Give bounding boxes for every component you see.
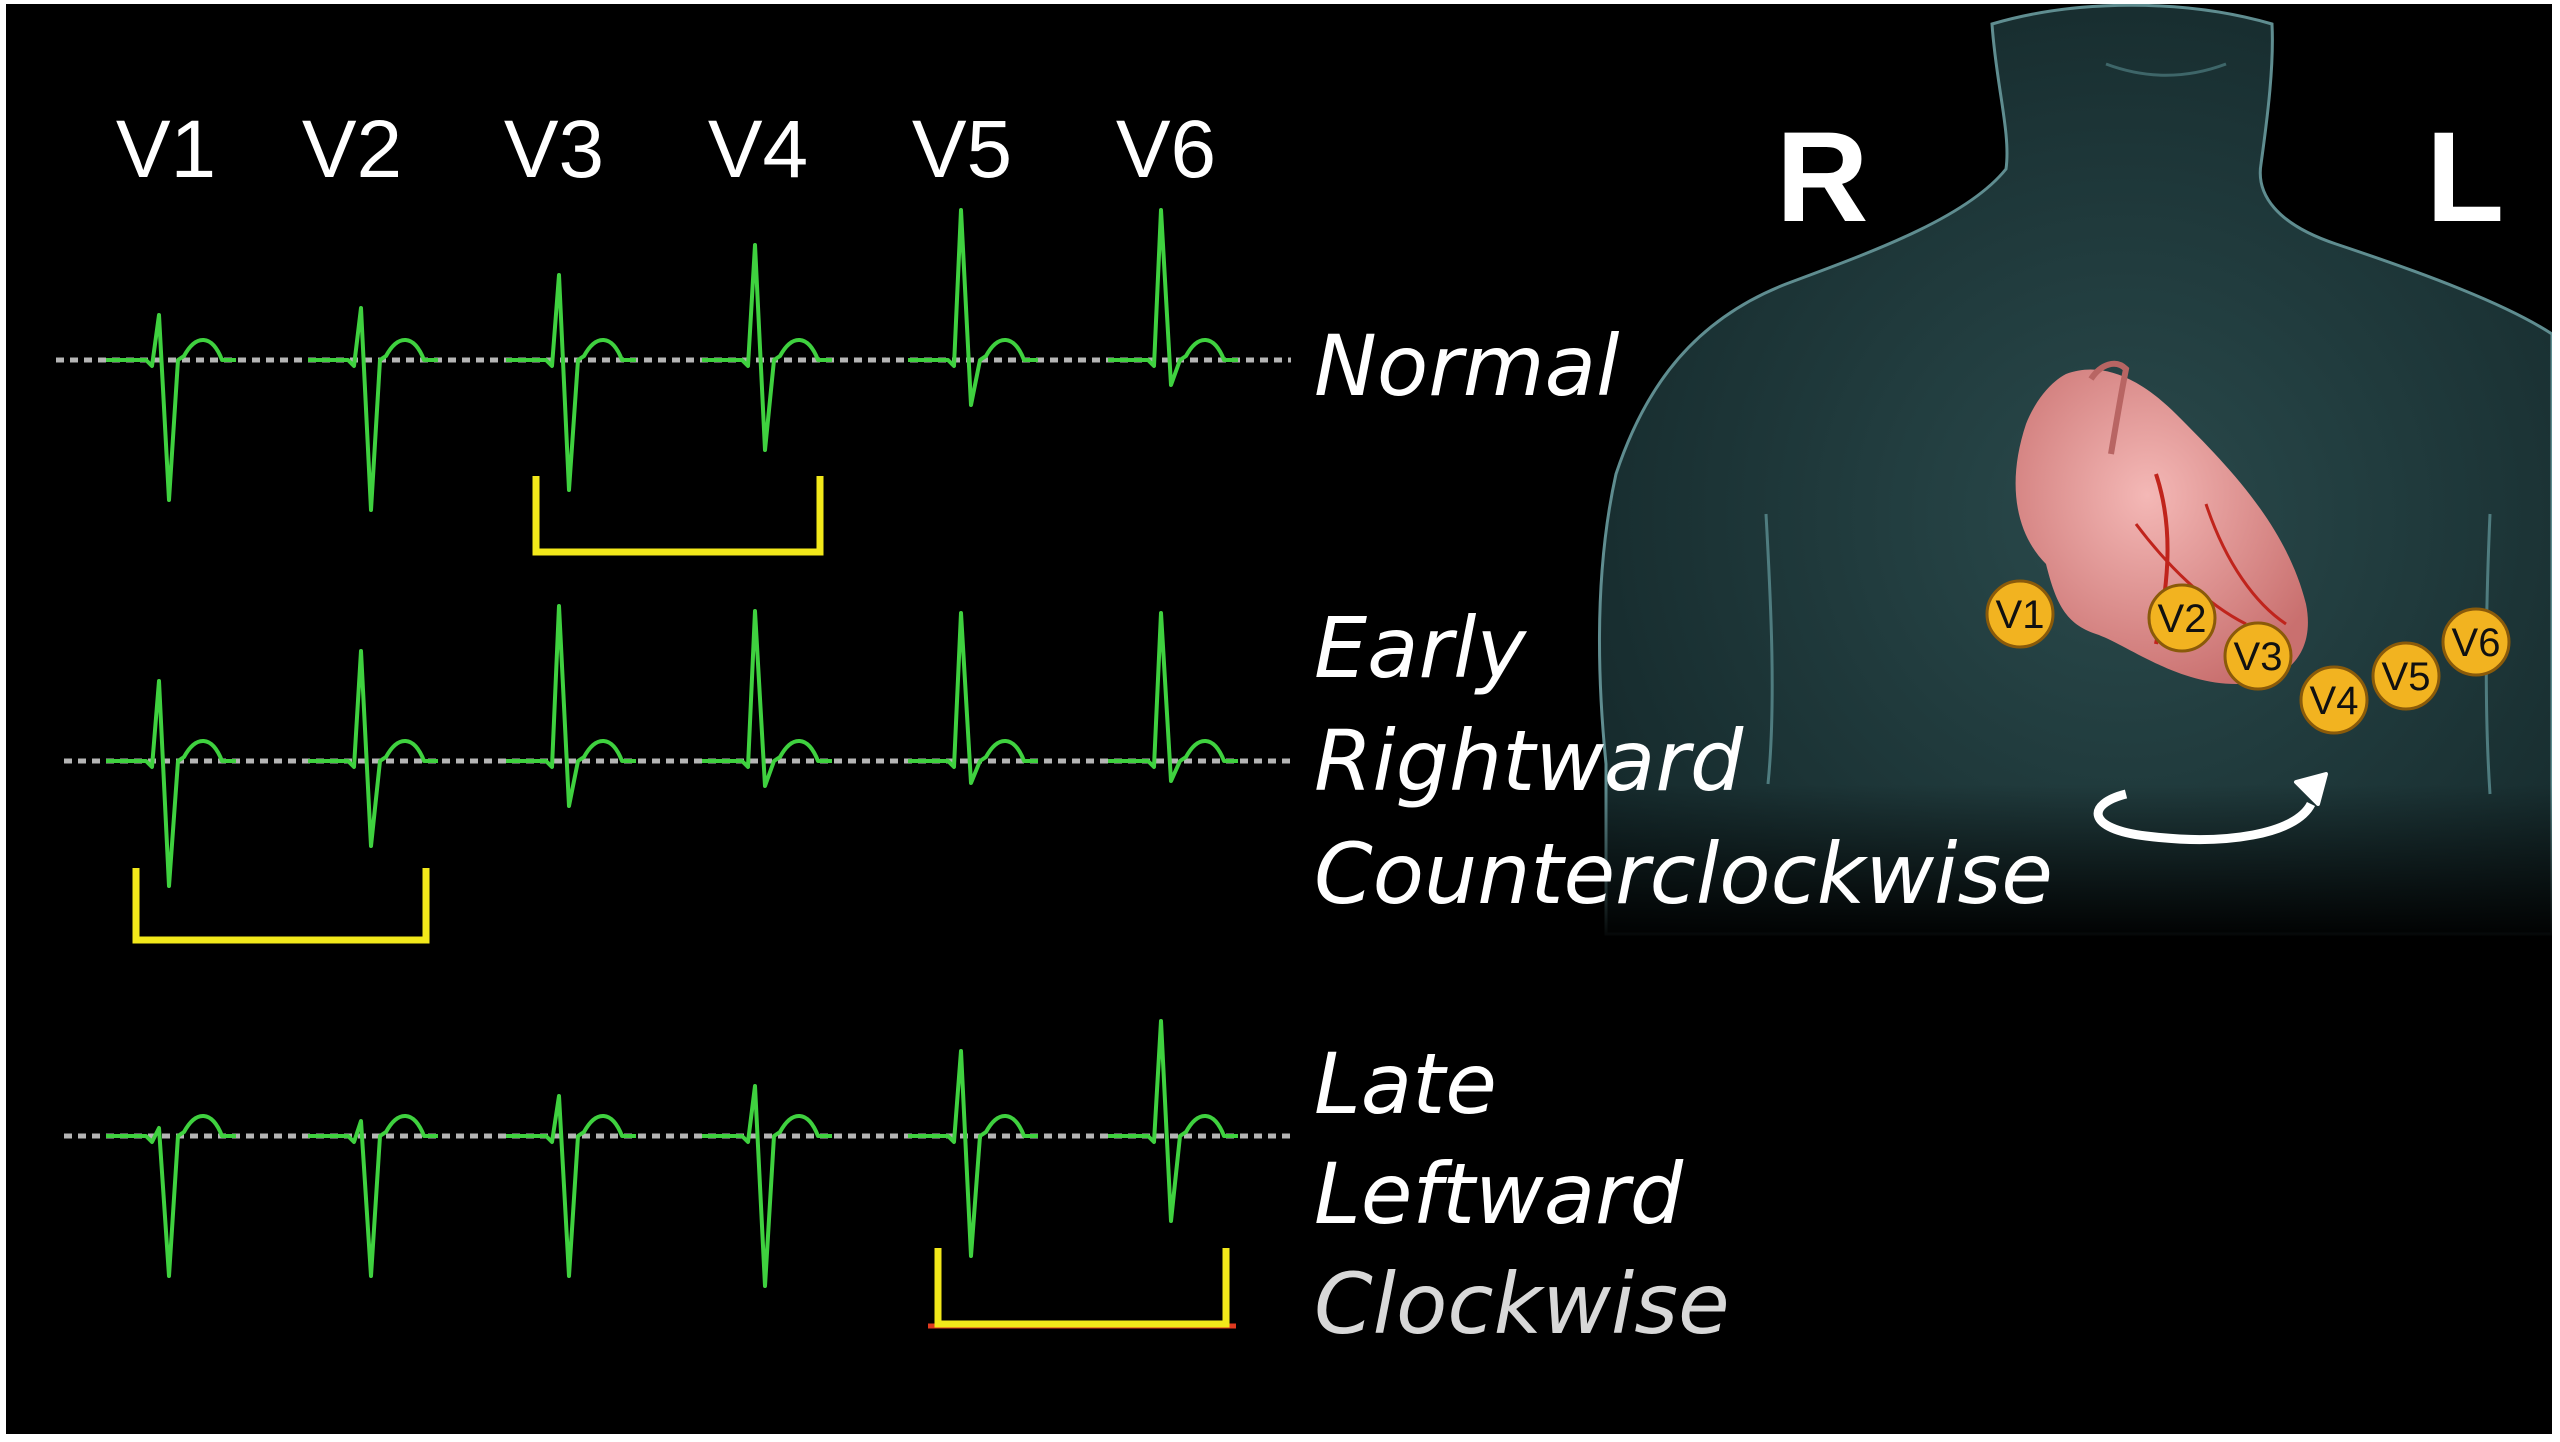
ecg-complex-v5 [908,1049,1038,1258]
row-label-leftward: Leftward [1314,1145,1684,1243]
electrode-label: V3 [2234,635,2283,679]
electrode-v2: V2 [2147,583,2217,653]
electrode-label: V4 [2310,679,2359,723]
electrode-dot [2147,583,2217,653]
ecg-complex-v6 [1108,1019,1238,1223]
ecg-complex-v4 [702,609,832,788]
heart-icon [2015,360,2308,684]
ecg-complex-v1 [106,1114,236,1278]
row-label-rightward: Rightward [1314,712,1744,810]
electrode-v1: V1 [1985,579,2055,649]
transition-bracket-normal [532,476,824,556]
row-label-normal: Normal [1314,317,1620,415]
transition-bracket-early [132,868,430,944]
electrode-label: V1 [1996,593,2045,637]
lead-label-v3: V3 [503,104,605,195]
electrode-dot [2299,665,2369,735]
electrode-v3: V3 [2223,621,2293,691]
lead-label-v5: V5 [911,104,1013,195]
electrode-v4: V4 [2299,665,2369,735]
lead-label-v2: V2 [301,104,403,195]
electrode-label: V6 [2452,621,2501,665]
ecg-traces [56,208,1291,1329]
lead-label-v6: V6 [1115,104,1217,195]
ecg-complex-v2 [308,649,438,848]
ecg-complex-v6 [1108,208,1238,387]
counterclockwise-arrow-icon [2093,772,2328,844]
electrode-dot [1985,579,2055,649]
electrode-dot [2223,621,2293,691]
ecg-complex-v2 [308,1114,438,1278]
electrode-label: V2 [2158,597,2207,641]
lead-label-v1: V1 [115,104,217,195]
row-label-late: Late [1314,1035,1497,1133]
electrode-v6: V6 [2441,607,2511,677]
ecg-complex-v2 [308,306,438,512]
ecg-complex-v4 [702,243,832,452]
row-label-early: Early [1314,599,1527,697]
ecg-complex-v5 [908,208,1038,407]
right-side-label: R [1776,106,1869,249]
left-side-label: L [2426,106,2505,249]
electrode-v5: V5 [2371,641,2441,711]
ecg-complex-v5 [908,611,1038,785]
ecg-complex-v1 [106,313,236,502]
ecg-complex-v6 [1108,611,1238,783]
row-label-counterclockwise: Counterclockwise [1314,825,2053,923]
row-label-clockwise: Clockwise [1314,1255,1730,1353]
electrode-dot [2371,641,2441,711]
ecg-complex-v3 [506,273,636,492]
lead-label-v4: V4 [707,104,809,195]
ecg-complex-v1 [106,679,236,888]
ecg-complex-v3 [506,604,636,808]
ecg-complex-v4 [702,1084,832,1288]
transition-bracket-late [934,1248,1230,1328]
electrode-label: V5 [2382,655,2431,699]
ecg-complex-v3 [506,1094,636,1278]
electrode-dot [2441,607,2511,677]
